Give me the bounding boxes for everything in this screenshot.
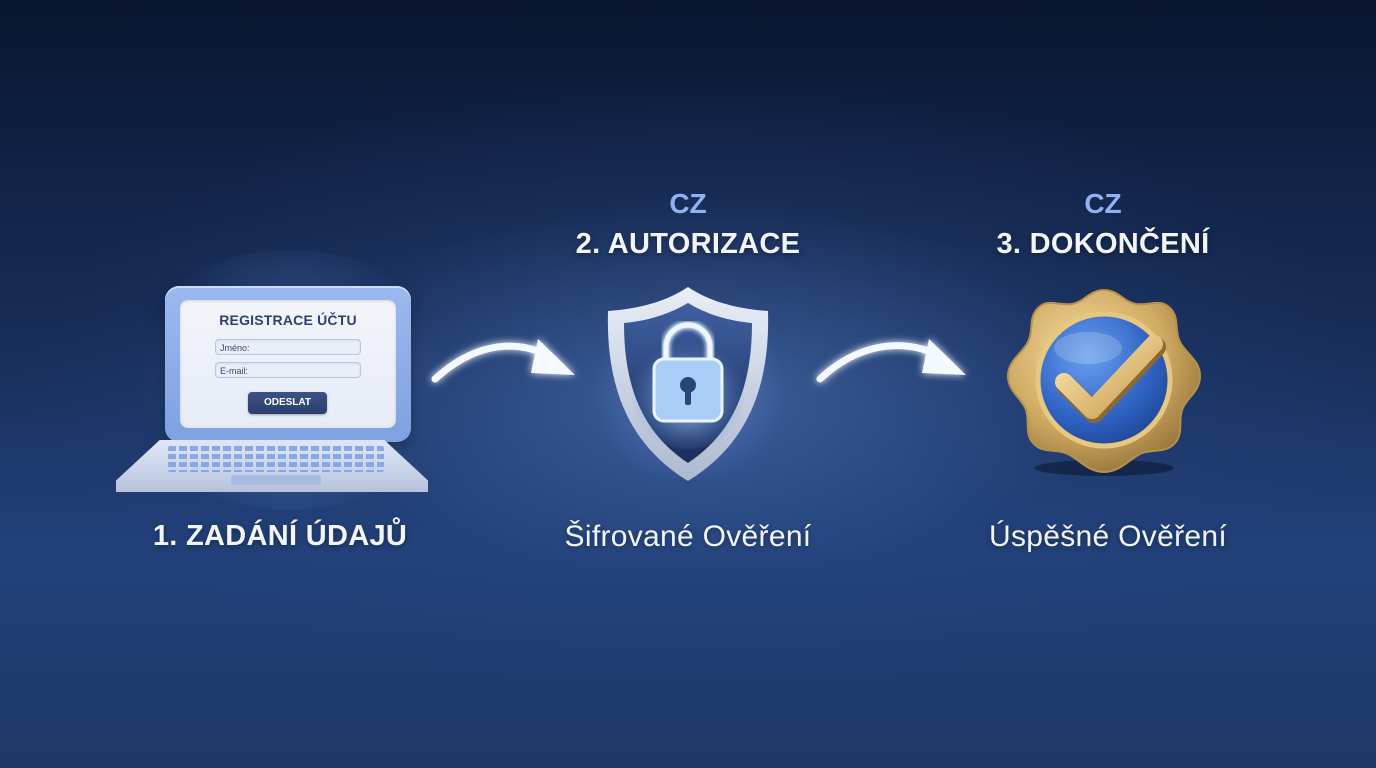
step2-caption: Šifrované Ověření (564, 520, 812, 553)
checkmark-seal-icon (1006, 288, 1202, 476)
step1-label: 1. ZADÁNÍ ÚDAJŮ (152, 520, 408, 552)
step2-badge: CZ (669, 188, 707, 219)
arrow-icon (431, 339, 575, 383)
trackpad (231, 475, 321, 485)
keyboard (168, 446, 384, 472)
email-field[interactable]: E-mail: (215, 362, 361, 378)
form-title: REGISTRACE ÚČTU (219, 312, 357, 328)
step3-badge: CZ (1084, 188, 1122, 219)
step2-title: 2. AUTORIZACE (575, 228, 801, 260)
step3-title: 3. DOKONČENÍ (996, 228, 1210, 260)
shield-lock-icon (607, 287, 769, 481)
step3-caption: Úspěšné Ověření (989, 520, 1227, 553)
arrow-icon (816, 339, 966, 383)
submit-button[interactable]: ODESLAT (248, 392, 327, 414)
name-field[interactable]: Jméno: (215, 339, 361, 355)
